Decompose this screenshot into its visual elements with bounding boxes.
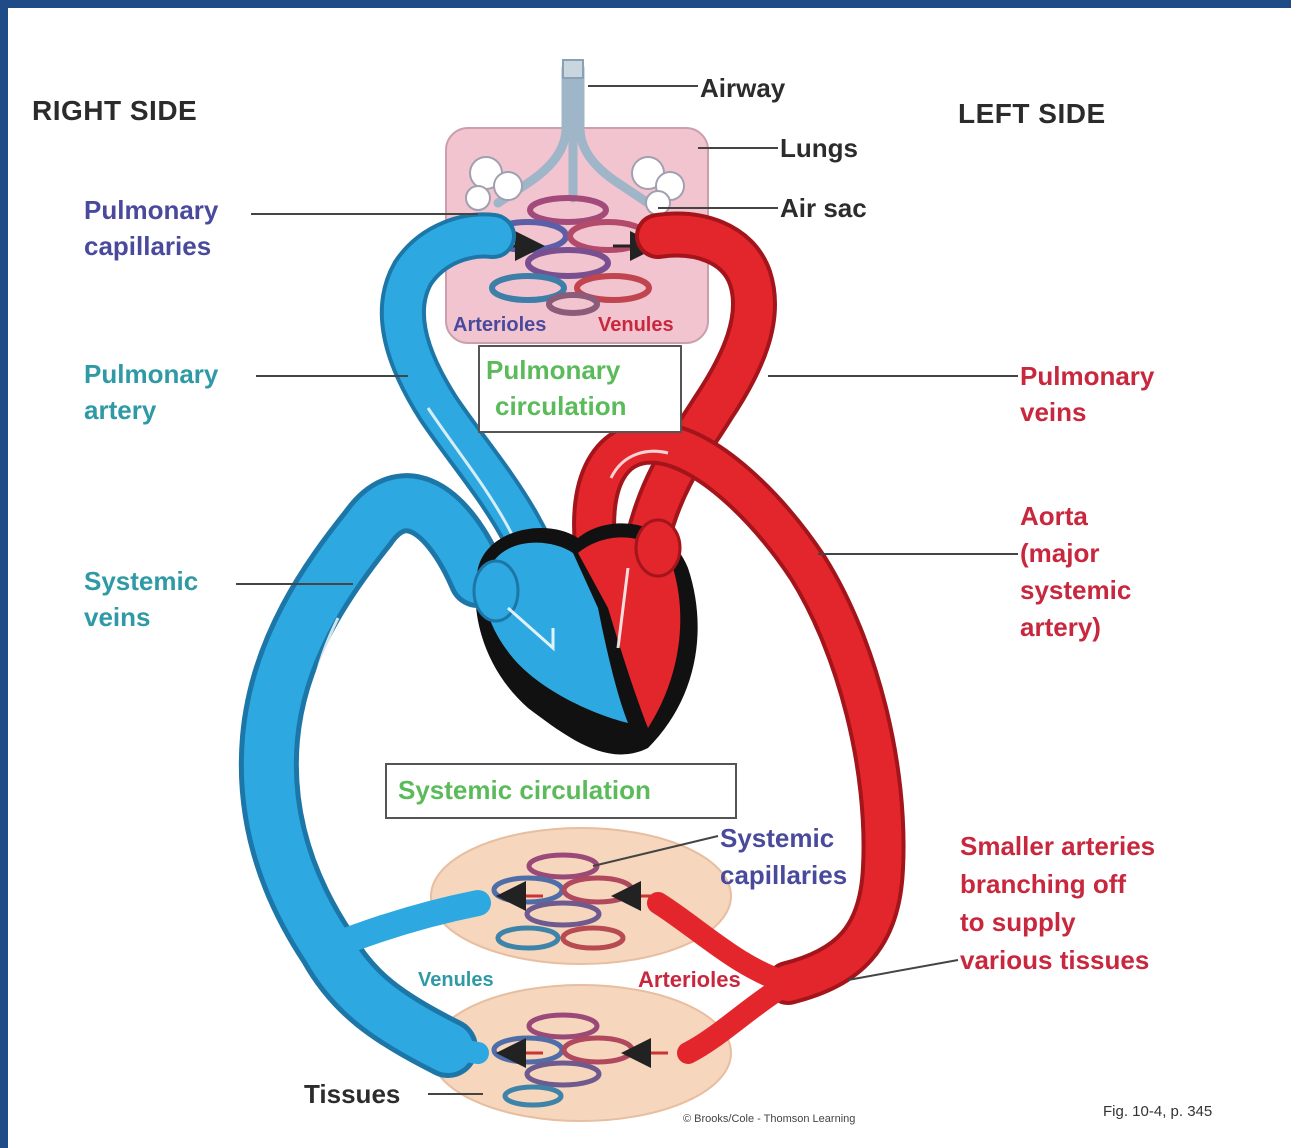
air-sac-label: Air sac [780,190,867,226]
smaller-arteries-label-line3: to supply [960,904,1076,940]
arterioles-top-label: Arterioles [453,307,546,343]
aorta-label-line4: artery) [1020,609,1101,645]
aorta-label-line1: Aorta [1020,498,1088,534]
vein-branch-lower [448,1048,478,1053]
tissues-label: Tissues [304,1076,400,1112]
aorta-label-line2: (major [1020,535,1099,571]
venules-top-label: Venules [598,307,674,343]
systemic-veins-label-line2: veins [84,599,151,635]
airway-label: Airway [700,70,785,106]
systemic-capillaries-label-line1: Systemic [720,820,834,856]
pulmonary-veins-label-line2: veins [1020,394,1087,430]
airway-top [563,60,583,78]
pulmonary-artery-label-line1: Pulmonary [84,356,218,392]
figure-ref-label: Fig. 10-4, p. 345 [1103,1094,1212,1130]
venules-bottom-label: Venules [418,962,494,998]
aorta-label-line3: systemic [1020,572,1131,608]
pulmonary-capillaries-label-line2: capillaries [84,228,211,264]
pulmonary-artery-label-line2: artery [84,392,156,428]
pulmonary-circulation-label-line1: Pulmonary [486,352,620,388]
systemic-veins-label-line1: Systemic [84,563,198,599]
pulmonary-capillaries-label-line1: Pulmonary [84,192,218,228]
smaller-arteries-label-line1: Smaller arteries [960,828,1155,864]
heart-left-atrium [636,520,680,576]
smaller-arteries-label-line2: branching off [960,866,1126,902]
right-side-label: RIGHT SIDE [32,93,197,129]
diagram-frame: RIGHT SIDE LEFT SIDE Airway Lungs Air sa… [8,8,1291,1148]
lungs-label: Lungs [780,130,858,166]
credit-label: © Brooks/Cole - Thomson Learning [683,1112,855,1126]
systemic-capillaries-label-line2: capillaries [720,857,847,893]
left-side-label: LEFT SIDE [958,96,1106,132]
pulmonary-veins-label-line1: Pulmonary [1020,358,1154,394]
systemic-circulation-label: Systemic circulation [398,772,651,808]
pulmonary-circulation-label-line2: circulation [495,388,626,424]
smaller-arteries-label-line4: various tissues [960,942,1149,978]
arterioles-bottom-label: Arterioles [638,962,741,998]
